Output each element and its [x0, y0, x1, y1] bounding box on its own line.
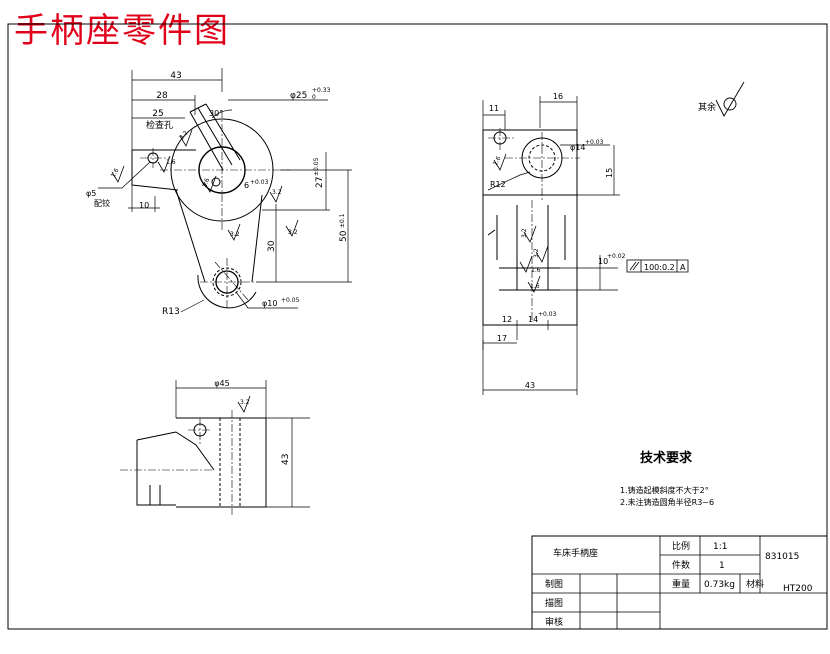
page-title: 手柄座零件图: [14, 11, 230, 51]
requirements-title: 技术要求: [640, 450, 693, 466]
ra-side-1: 1.6: [492, 155, 503, 167]
weight-label: 重量: [672, 578, 690, 590]
dim-slot-10-tol: +0.02: [607, 253, 626, 260]
dim-bore-14-tol: +0.03: [585, 139, 604, 146]
count-value: 1: [719, 561, 725, 571]
ra-front-1: 1.6: [110, 167, 121, 179]
dim-43-front: 43: [170, 71, 181, 81]
material-label: 材料: [746, 578, 764, 590]
dim-bore-25: φ25: [290, 91, 307, 101]
dim-27: 27: [315, 177, 325, 188]
dim-25: 25: [152, 109, 163, 119]
dim-27-tol: ±0.05: [313, 157, 320, 176]
ra-front-4: 1.6: [201, 177, 211, 189]
note-check-hole: 检查孔: [146, 119, 173, 131]
front-small-end: [197, 274, 257, 309]
parallel-tolerance-frame: [626, 259, 678, 273]
side-view: [482, 81, 745, 395]
dim-17: 17: [497, 334, 507, 343]
top-view: [120, 380, 310, 515]
ra-side-3: 1.6: [531, 267, 541, 274]
dim-16: 16: [553, 92, 563, 101]
requirement-1: 1.铸造起模斜度不大于2°: [620, 485, 709, 495]
title-block: 车床手柄座 比例 1:1 件数 1 831015 制图 重量 0.73kg 材料…: [531, 535, 828, 630]
top-view-labels: φ45 43 3.2: [214, 379, 291, 465]
dim-slot-10: 10: [598, 257, 608, 266]
ra-top-1: 3.2: [240, 399, 250, 406]
drawer-label: 制图: [545, 578, 563, 590]
dim-50-tol: ±0.1: [339, 213, 346, 228]
dim-10-offset: 10: [139, 201, 149, 210]
dim-hole-10: φ10: [262, 299, 277, 308]
part-name: 车床手柄座: [553, 547, 598, 559]
other-roughness-label: 其余: [698, 101, 716, 113]
front-arm-outline: [175, 189, 263, 283]
top-arm-outline: [136, 431, 215, 506]
dim-slot-14-tol: +0.03: [538, 311, 557, 318]
dim-angle-30: 30°: [209, 109, 223, 118]
front-view: [98, 68, 352, 313]
dim-hole-6-tol: +0.03: [250, 179, 269, 186]
ra-front-7: 3.2: [178, 129, 190, 141]
front-view-labels: 43 28 25 30° φ25 +0.33 0 检查孔 6 +0.03 27 …: [86, 71, 349, 317]
side-view-labels: 11 16 φ14 +0.03 R12 15 12 14 +0.03 17 43…: [489, 92, 716, 390]
tracer-label: 描图: [545, 597, 563, 609]
dim-bore-25-tol-low: 0: [312, 94, 316, 101]
other-roughness-symbol: [715, 81, 745, 117]
drawing-number: 831015: [765, 552, 799, 562]
dim-bore-14: φ14: [570, 143, 585, 152]
dim-50: 50: [339, 230, 349, 242]
ra-side-5: 1.6: [530, 283, 540, 290]
side-slot: [499, 205, 560, 291]
dim-11: 11: [489, 104, 499, 113]
dim-15: 15: [605, 168, 614, 178]
dim-12: 12: [502, 315, 512, 324]
ra-side-2: 3.2: [521, 228, 528, 238]
scale-value: 1:1: [713, 542, 727, 552]
requirement-2: 2.未注铸造圆角半径R3~6: [620, 497, 714, 507]
dim-hole-6: 6: [244, 181, 249, 190]
material-value: HT200: [783, 584, 813, 594]
ra-side-4: 3.2: [533, 248, 540, 258]
checker-label: 审核: [545, 616, 563, 628]
dim-30: 30: [267, 240, 277, 252]
dim-28: 28: [156, 91, 168, 101]
datum-a: A: [680, 263, 686, 272]
ra-front-6: 3.2: [230, 231, 240, 238]
sheet-border: [7, 23, 828, 630]
dim-r12: R12: [490, 180, 506, 189]
ra-front-5: 3.2: [288, 229, 298, 236]
dim-hole-10-tol: +0.05: [281, 297, 300, 304]
top-hub-outline: [176, 417, 267, 508]
dim-phi45: φ45: [214, 379, 229, 388]
dim-bore-25-tol: +0.33: [312, 87, 331, 94]
count-label: 件数: [672, 559, 690, 571]
dim-43-top: 43: [281, 454, 291, 465]
dim-43-side: 43: [525, 381, 535, 390]
scale-label: 比例: [672, 540, 690, 552]
ra-front-3: 3.2: [272, 189, 282, 196]
weight-value: 0.73kg: [704, 580, 735, 590]
technical-requirements: 技术要求 1.铸造起模斜度不大于2° 2.未注铸造圆角半径R3~6: [620, 450, 714, 507]
ra-front-2: 1.6: [166, 159, 176, 166]
dim-hole-5: φ5: [86, 189, 96, 198]
dim-r13: R13: [162, 307, 180, 317]
note-pin-ream: 配铰: [94, 198, 110, 208]
dim-slot-14: 14: [528, 315, 538, 324]
parallel-frame-value: 100:0.2: [644, 263, 675, 272]
